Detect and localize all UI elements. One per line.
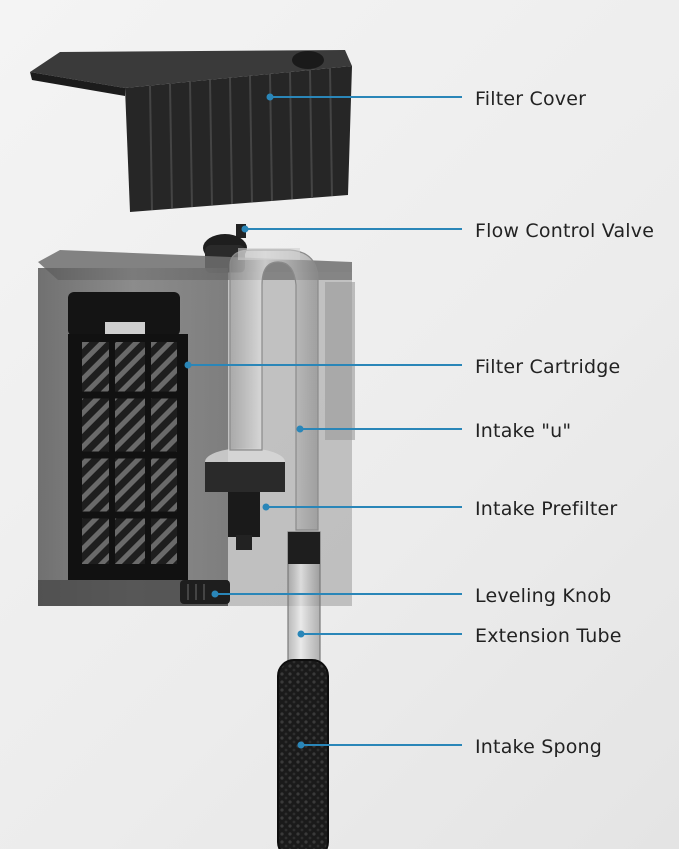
label-flow-control-valve: Flow Control Valve xyxy=(475,220,655,242)
intake-u-part xyxy=(229,248,319,531)
label-filter-cartridge: Filter Cartridge xyxy=(475,356,621,378)
callout-dot-extension-tube xyxy=(297,630,305,638)
label-leveling-knob: Leveling Knob xyxy=(475,585,612,607)
label-intake-prefilter: Intake Prefilter xyxy=(475,498,618,520)
callout-dot-filter-cartridge xyxy=(184,361,192,369)
intake-prefilter-part xyxy=(205,448,285,550)
leveling-knob-part xyxy=(180,580,230,604)
label-extension-tube: Extension Tube xyxy=(475,625,622,647)
callout-dot-intake-spong xyxy=(297,741,305,749)
filter-cover-part xyxy=(30,50,352,212)
callout-dot-intake-prefilter xyxy=(262,503,270,511)
callout-dot-leveling-knob xyxy=(211,590,219,598)
filter-cartridge-part xyxy=(68,292,188,580)
intake-sponge-part xyxy=(277,659,329,849)
callout-dot-flow-control-valve xyxy=(241,225,249,233)
label-intake-u: Intake "u" xyxy=(475,420,572,442)
callout-lines xyxy=(184,93,462,749)
extension-tube-part xyxy=(287,531,321,683)
label-intake-spong: Intake Spong xyxy=(475,736,603,758)
callout-dot-intake-u xyxy=(296,425,304,433)
label-filter-cover: Filter Cover xyxy=(475,88,587,110)
callout-dot-filter-cover xyxy=(266,93,274,101)
